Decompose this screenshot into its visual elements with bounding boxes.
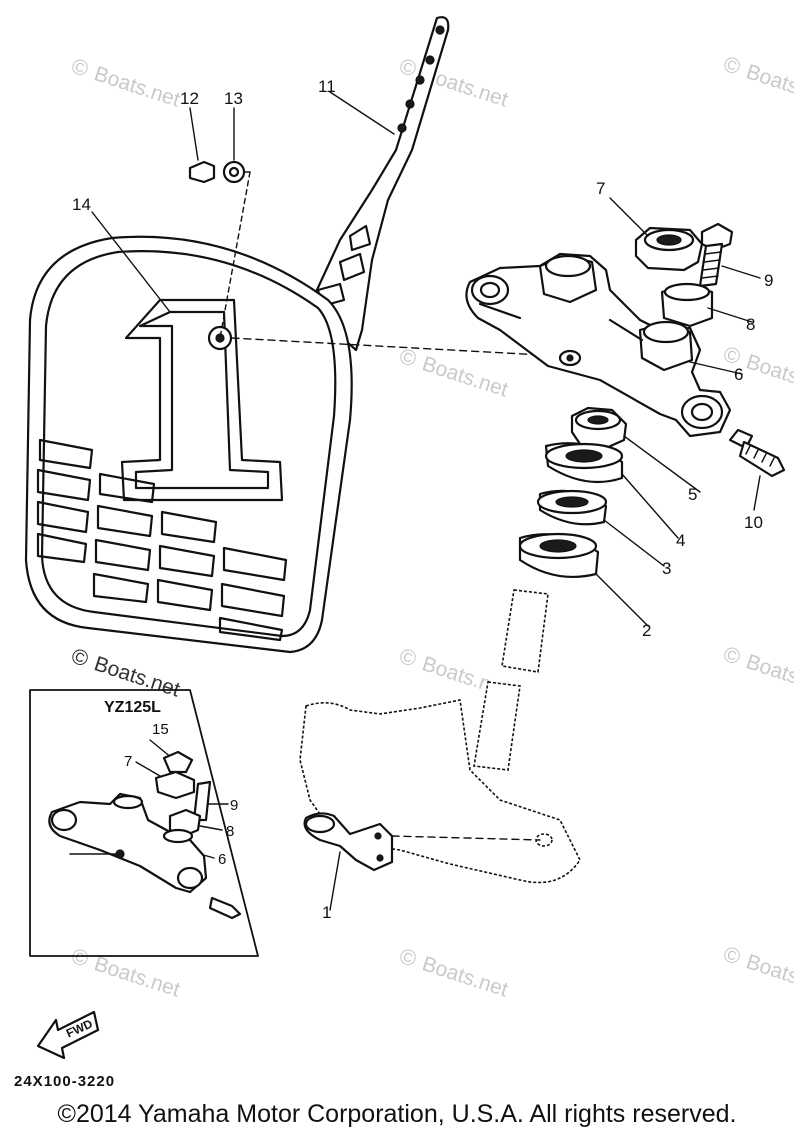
watermark: ©Boats.net <box>396 343 511 402</box>
steering-nut <box>634 226 704 272</box>
copyright-notice: ©2014 Yamaha Motor Corporation, U.S.A. A… <box>57 1100 737 1128</box>
svg-text:©: © <box>720 341 743 370</box>
callout-1: 1 <box>322 903 331 922</box>
callout-labels: 11 12 13 14 7 9 8 6 5 10 4 3 2 1 <box>72 77 773 922</box>
svg-text:©: © <box>68 53 91 82</box>
svg-text:Boats.net: Boats.net <box>743 650 794 699</box>
pinch-bolt-upper <box>698 222 734 288</box>
svg-text:©: © <box>68 943 91 972</box>
svg-text:©: © <box>720 51 743 80</box>
inset-callout-8: 8 <box>226 823 234 840</box>
callout-8: 8 <box>746 315 755 334</box>
svg-text:©: © <box>396 53 419 82</box>
callout-4: 4 <box>676 531 685 550</box>
svg-text:Boats.net: Boats.net <box>743 60 794 109</box>
callout-7: 7 <box>596 179 605 198</box>
inset-callout-7: 7 <box>124 753 132 770</box>
svg-text:©: © <box>396 943 419 972</box>
svg-text:Boats.net: Boats.net <box>91 652 183 701</box>
callout-11: 11 <box>318 77 336 96</box>
watermark: ©Boats.net <box>396 943 511 1002</box>
svg-text:©: © <box>720 941 743 970</box>
watermark: ©Boats.net <box>720 941 794 1000</box>
svg-text:©: © <box>396 643 419 672</box>
assembly-line <box>231 337 561 357</box>
watermark: ©Boats.net <box>68 943 183 1002</box>
svg-text:©: © <box>68 643 91 672</box>
bearing-cover <box>544 442 624 484</box>
watermark: ©Boats.net <box>68 53 183 112</box>
inset-callout-15: 15 <box>152 721 169 738</box>
ring-nut <box>570 406 628 450</box>
svg-text:©: © <box>720 641 743 670</box>
cable-guide <box>303 812 541 872</box>
upper-race <box>536 489 608 526</box>
inset-callout-9: 9 <box>230 797 238 814</box>
inset-yz125l: YZ125L 15 7 9 8 6 <box>29 689 259 957</box>
pinch-bolt-lower <box>728 428 786 478</box>
inset-callout-6: 6 <box>218 851 226 868</box>
watermark: ©Boats.net <box>720 341 794 400</box>
watermark: ©Boats.net <box>68 643 183 702</box>
bolt-and-washer <box>188 160 251 339</box>
svg-text:Boats.net: Boats.net <box>419 952 511 1001</box>
svg-text:©: © <box>396 343 419 372</box>
callout-6: 6 <box>734 365 743 384</box>
callout-3: 3 <box>662 559 671 578</box>
handlebar-clamp-cap <box>660 282 714 328</box>
callout-13: 13 <box>224 89 243 108</box>
svg-text:Boats.net: Boats.net <box>419 352 511 401</box>
callout-2: 2 <box>642 621 651 640</box>
number-plate-bracket <box>298 16 450 352</box>
callout-9: 9 <box>764 271 773 290</box>
inset-model-label: YZ125L <box>104 699 161 716</box>
svg-text:Boats.net: Boats.net <box>743 950 794 999</box>
svg-text:Boats.net: Boats.net <box>743 350 794 399</box>
number-plate-vents <box>36 438 288 642</box>
watermark: ©Boats.net <box>720 51 794 110</box>
svg-text:Boats.net: Boats.net <box>91 952 183 1001</box>
callout-5: 5 <box>688 485 697 504</box>
steering-bearing <box>518 532 600 579</box>
callout-12: 12 <box>180 89 199 108</box>
fwd-arrow-icon: FWD <box>36 1010 100 1060</box>
watermark: ©Boats.net <box>720 641 794 700</box>
upper-bracket <box>465 252 732 438</box>
leader-lines <box>91 91 761 911</box>
callout-10: 10 <box>744 513 763 532</box>
diagram-code: 24X100-3220 <box>14 1073 115 1090</box>
callout-14: 14 <box>72 195 91 214</box>
number-plate <box>24 235 353 654</box>
svg-text:Boats.net: Boats.net <box>91 62 183 111</box>
